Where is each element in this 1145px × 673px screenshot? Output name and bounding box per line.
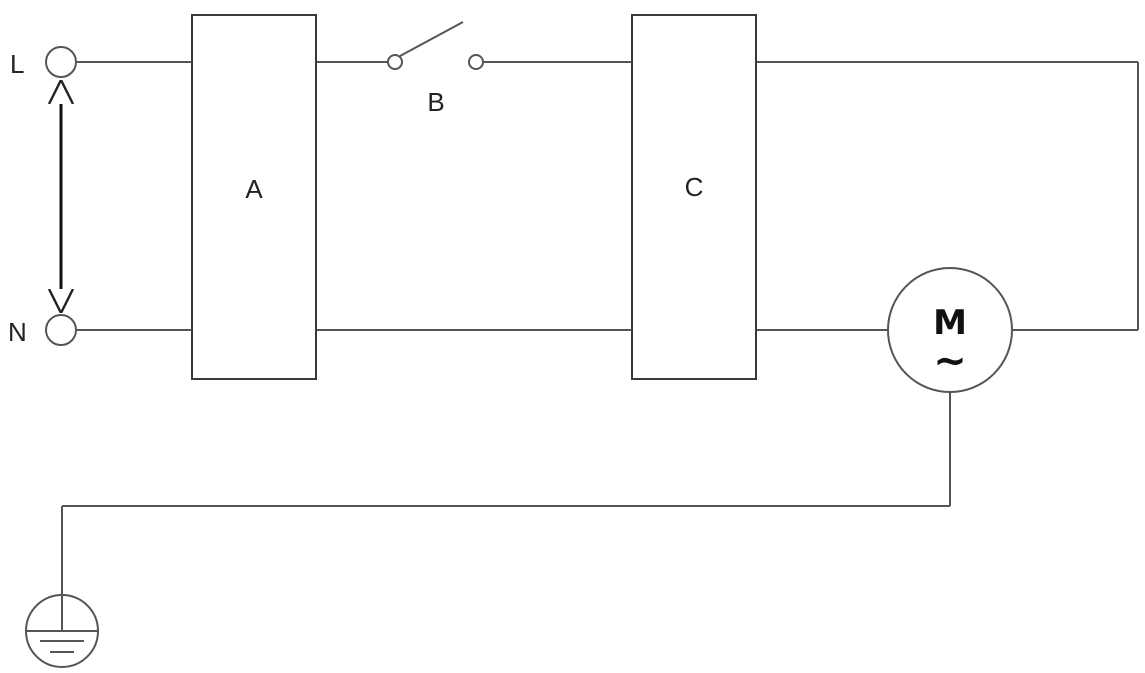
motor-icon xyxy=(887,267,1013,393)
motor-ac-symbol: ~ xyxy=(933,338,967,384)
motor-symbol: M xyxy=(933,303,967,343)
block-a-label: A xyxy=(245,174,263,204)
switch-b-label: B xyxy=(427,87,444,117)
switch-b-icon xyxy=(387,21,484,70)
wires xyxy=(61,61,1139,596)
terminal-n-label: N xyxy=(8,317,27,347)
block-c xyxy=(631,14,757,380)
terminal-l-label: L xyxy=(10,49,24,79)
block-a xyxy=(191,14,317,380)
terminal-n-icon xyxy=(45,314,77,346)
block-c-label: C xyxy=(685,172,704,202)
terminal-l-icon xyxy=(45,46,77,78)
ground-icon xyxy=(25,594,99,668)
